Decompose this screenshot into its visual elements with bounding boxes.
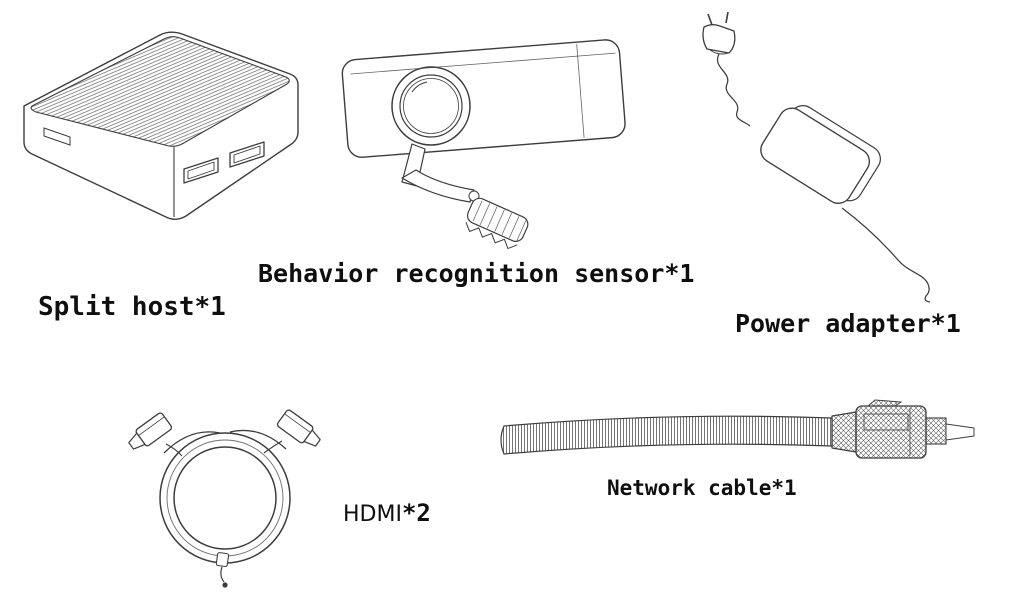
hdmi-label-qty: *2	[401, 499, 431, 527]
network-cable-figure	[496, 398, 984, 474]
behavior-sensor-illustration	[341, 39, 626, 250]
network-cable-label: Network cable*1	[607, 476, 797, 500]
split-host-figure	[8, 18, 308, 240]
behavior-sensor-figure	[328, 20, 643, 260]
hdmi-cable-illustration	[128, 409, 321, 588]
split-host-illustration	[23, 31, 299, 220]
power-adapter-illustration	[702, 12, 931, 303]
network-cable-illustration	[500, 399, 975, 459]
power-adapter-figure	[688, 12, 968, 307]
hdmi-cable-figure	[112, 383, 342, 598]
hdmi-cable-label: HDMI*2	[343, 499, 431, 527]
split-host-label: Split host*1	[38, 292, 226, 322]
behavior-sensor-label: Behavior recognition sensor*1	[258, 259, 695, 288]
hdmi-label-name: HDMI	[343, 502, 402, 527]
power-adapter-label: Power adapter*1	[735, 309, 961, 338]
